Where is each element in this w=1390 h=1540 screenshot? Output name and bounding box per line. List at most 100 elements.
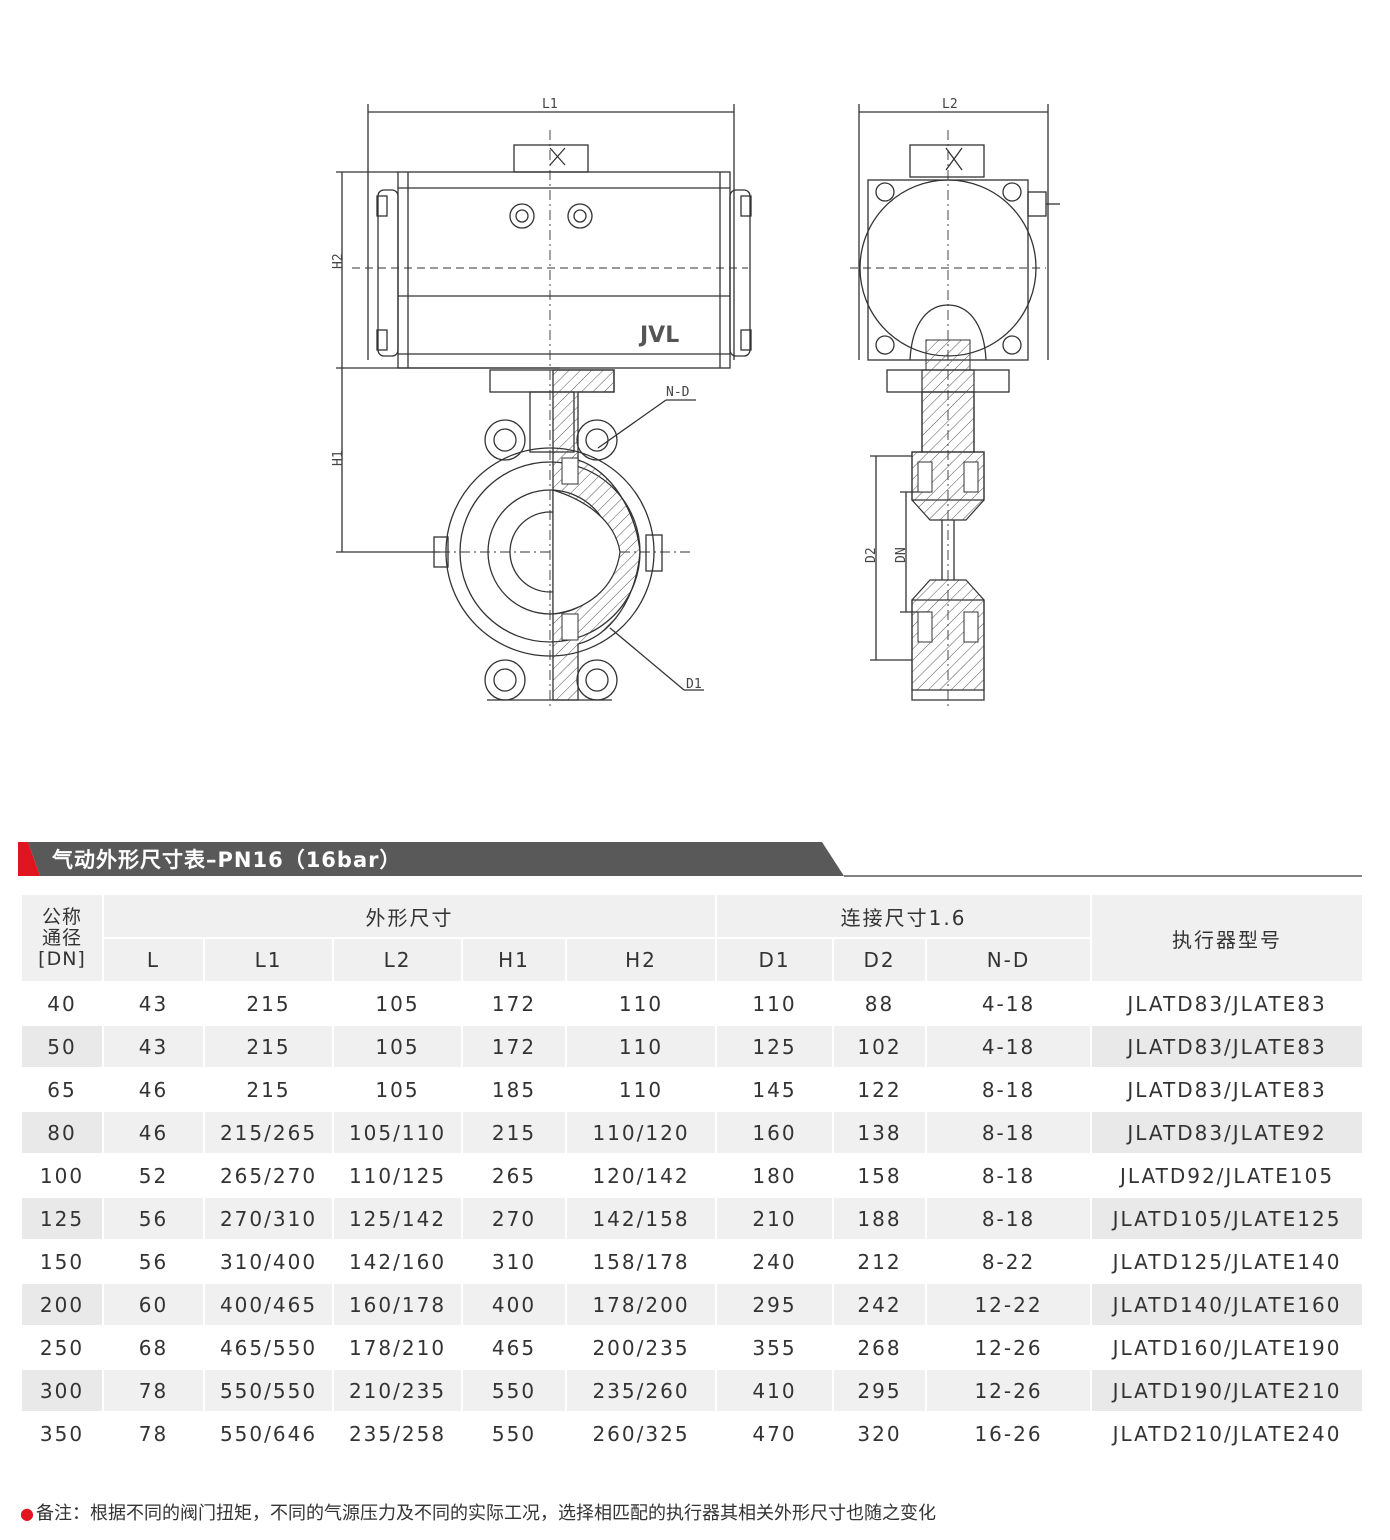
cell-l: 78	[102, 1411, 205, 1456]
cell-l: 52	[102, 1153, 205, 1198]
cell-d2: 242	[832, 1282, 927, 1327]
header-col-nd: N-D	[924, 937, 1093, 983]
cell-d2: 158	[832, 1153, 927, 1198]
dim-h2-label: H2	[331, 253, 346, 269]
cell-actuator: JLATD83/JLATE92	[1090, 1110, 1365, 1155]
header-col-d2: D2	[832, 937, 927, 983]
header-dn-line2: 通径	[41, 926, 82, 949]
cell-l2: 178/210	[332, 1325, 463, 1370]
footnote: ●备注：根据不同的阀门扭矩，不同的气源压力及不同的实际工况，选择相匹配的执行器其…	[20, 1500, 936, 1528]
cell-h1: 400	[461, 1282, 567, 1327]
cell-l1: 550/550	[203, 1368, 334, 1413]
cell-nd: 8-22	[924, 1239, 1093, 1284]
cell-dn: 100	[20, 1153, 104, 1198]
cell-nd: 8-18	[924, 1153, 1093, 1198]
cell-actuator: JLATD190/JLATE210	[1090, 1368, 1365, 1413]
cell-h2: 110	[565, 981, 717, 1026]
header-dn-line1: 公称	[41, 905, 82, 928]
cell-nd: 8-18	[924, 1067, 1093, 1112]
cell-h2: 110/120	[565, 1110, 717, 1155]
cell-dn: 40	[20, 981, 104, 1026]
header-actuator: 执行器型号	[1090, 893, 1365, 983]
valve-drawing-svg: L1 H2 H1 N-D D1 JVL	[331, 97, 1060, 708]
cell-dn: 250	[20, 1325, 104, 1370]
cell-l: 56	[102, 1239, 205, 1284]
cell-nd: 12-26	[924, 1325, 1093, 1370]
cell-l1: 215	[203, 981, 334, 1026]
cell-dn: 80	[20, 1110, 104, 1155]
cell-l: 68	[102, 1325, 205, 1370]
cell-d2: 102	[832, 1024, 927, 1069]
cell-actuator: JLATD105/JLATE125	[1090, 1196, 1365, 1241]
cell-d2: 138	[832, 1110, 927, 1155]
cell-h2: 110	[565, 1024, 717, 1069]
cell-h1: 550	[461, 1411, 567, 1456]
cell-l1: 215	[203, 1024, 334, 1069]
cell-l1: 215/265	[203, 1110, 334, 1155]
banner-accent	[18, 842, 40, 876]
cell-d2: 88	[832, 981, 927, 1026]
cell-l1: 400/465	[203, 1282, 334, 1327]
cell-d2: 268	[832, 1325, 927, 1370]
banner-background	[18, 842, 1362, 877]
cell-h1: 215	[461, 1110, 567, 1155]
cell-l2: 110/125	[332, 1153, 463, 1198]
cell-actuator: JLATD210/JLATE240	[1090, 1411, 1365, 1456]
cell-nd: 4-18	[924, 1024, 1093, 1069]
technical-drawing: L1 H2 H1 N-D D1 JVL	[331, 97, 1060, 708]
header-col-l: L	[102, 937, 205, 983]
cell-l: 46	[102, 1067, 205, 1112]
cell-d1: 295	[715, 1282, 834, 1327]
cell-dn: 150	[20, 1239, 104, 1284]
cell-actuator: JLATD83/JLATE83	[1090, 981, 1365, 1026]
cell-l1: 465/550	[203, 1325, 334, 1370]
cell-nd: 8-18	[924, 1110, 1093, 1155]
cell-l: 56	[102, 1196, 205, 1241]
cell-actuator: JLATD140/JLATE160	[1090, 1282, 1365, 1327]
cell-h2: 260/325	[565, 1411, 717, 1456]
cell-nd: 8-18	[924, 1196, 1093, 1241]
cell-nd: 16-26	[924, 1411, 1093, 1456]
cell-h2: 110	[565, 1067, 717, 1112]
dim-d1-label: D1	[686, 677, 702, 692]
cell-d1: 160	[715, 1110, 834, 1155]
cell-nd: 4-18	[924, 981, 1093, 1026]
cell-h2: 178/200	[565, 1282, 717, 1327]
dim-nd-label: N-D	[666, 385, 690, 400]
cell-d1: 410	[715, 1368, 834, 1413]
cell-h1: 172	[461, 981, 567, 1026]
cell-h2: 142/158	[565, 1196, 717, 1241]
cell-l2: 105	[332, 1067, 463, 1112]
cell-d1: 210	[715, 1196, 834, 1241]
cell-actuator: JLATD92/JLATE105	[1090, 1153, 1365, 1198]
cell-l2: 235/258	[332, 1411, 463, 1456]
cell-d2: 122	[832, 1067, 927, 1112]
dim-l1-label: L1	[542, 97, 558, 112]
cell-h1: 270	[461, 1196, 567, 1241]
cell-nd: 12-26	[924, 1368, 1093, 1413]
cell-h2: 200/235	[565, 1325, 717, 1370]
cell-l2: 160/178	[332, 1282, 463, 1327]
cell-actuator: JLATD83/JLATE83	[1090, 1024, 1365, 1069]
header-dn-line3: [DN]	[38, 947, 86, 970]
header-outline-group: 外形尺寸	[102, 893, 717, 939]
cell-l2: 105	[332, 1024, 463, 1069]
cell-d2: 212	[832, 1239, 927, 1284]
header-connection-group: 连接尺寸1.6	[714, 893, 1093, 939]
dim-dn-label: DN	[894, 547, 909, 563]
cell-h1: 550	[461, 1368, 567, 1413]
header-col-h1: H1	[461, 937, 567, 983]
cell-d1: 145	[715, 1067, 834, 1112]
